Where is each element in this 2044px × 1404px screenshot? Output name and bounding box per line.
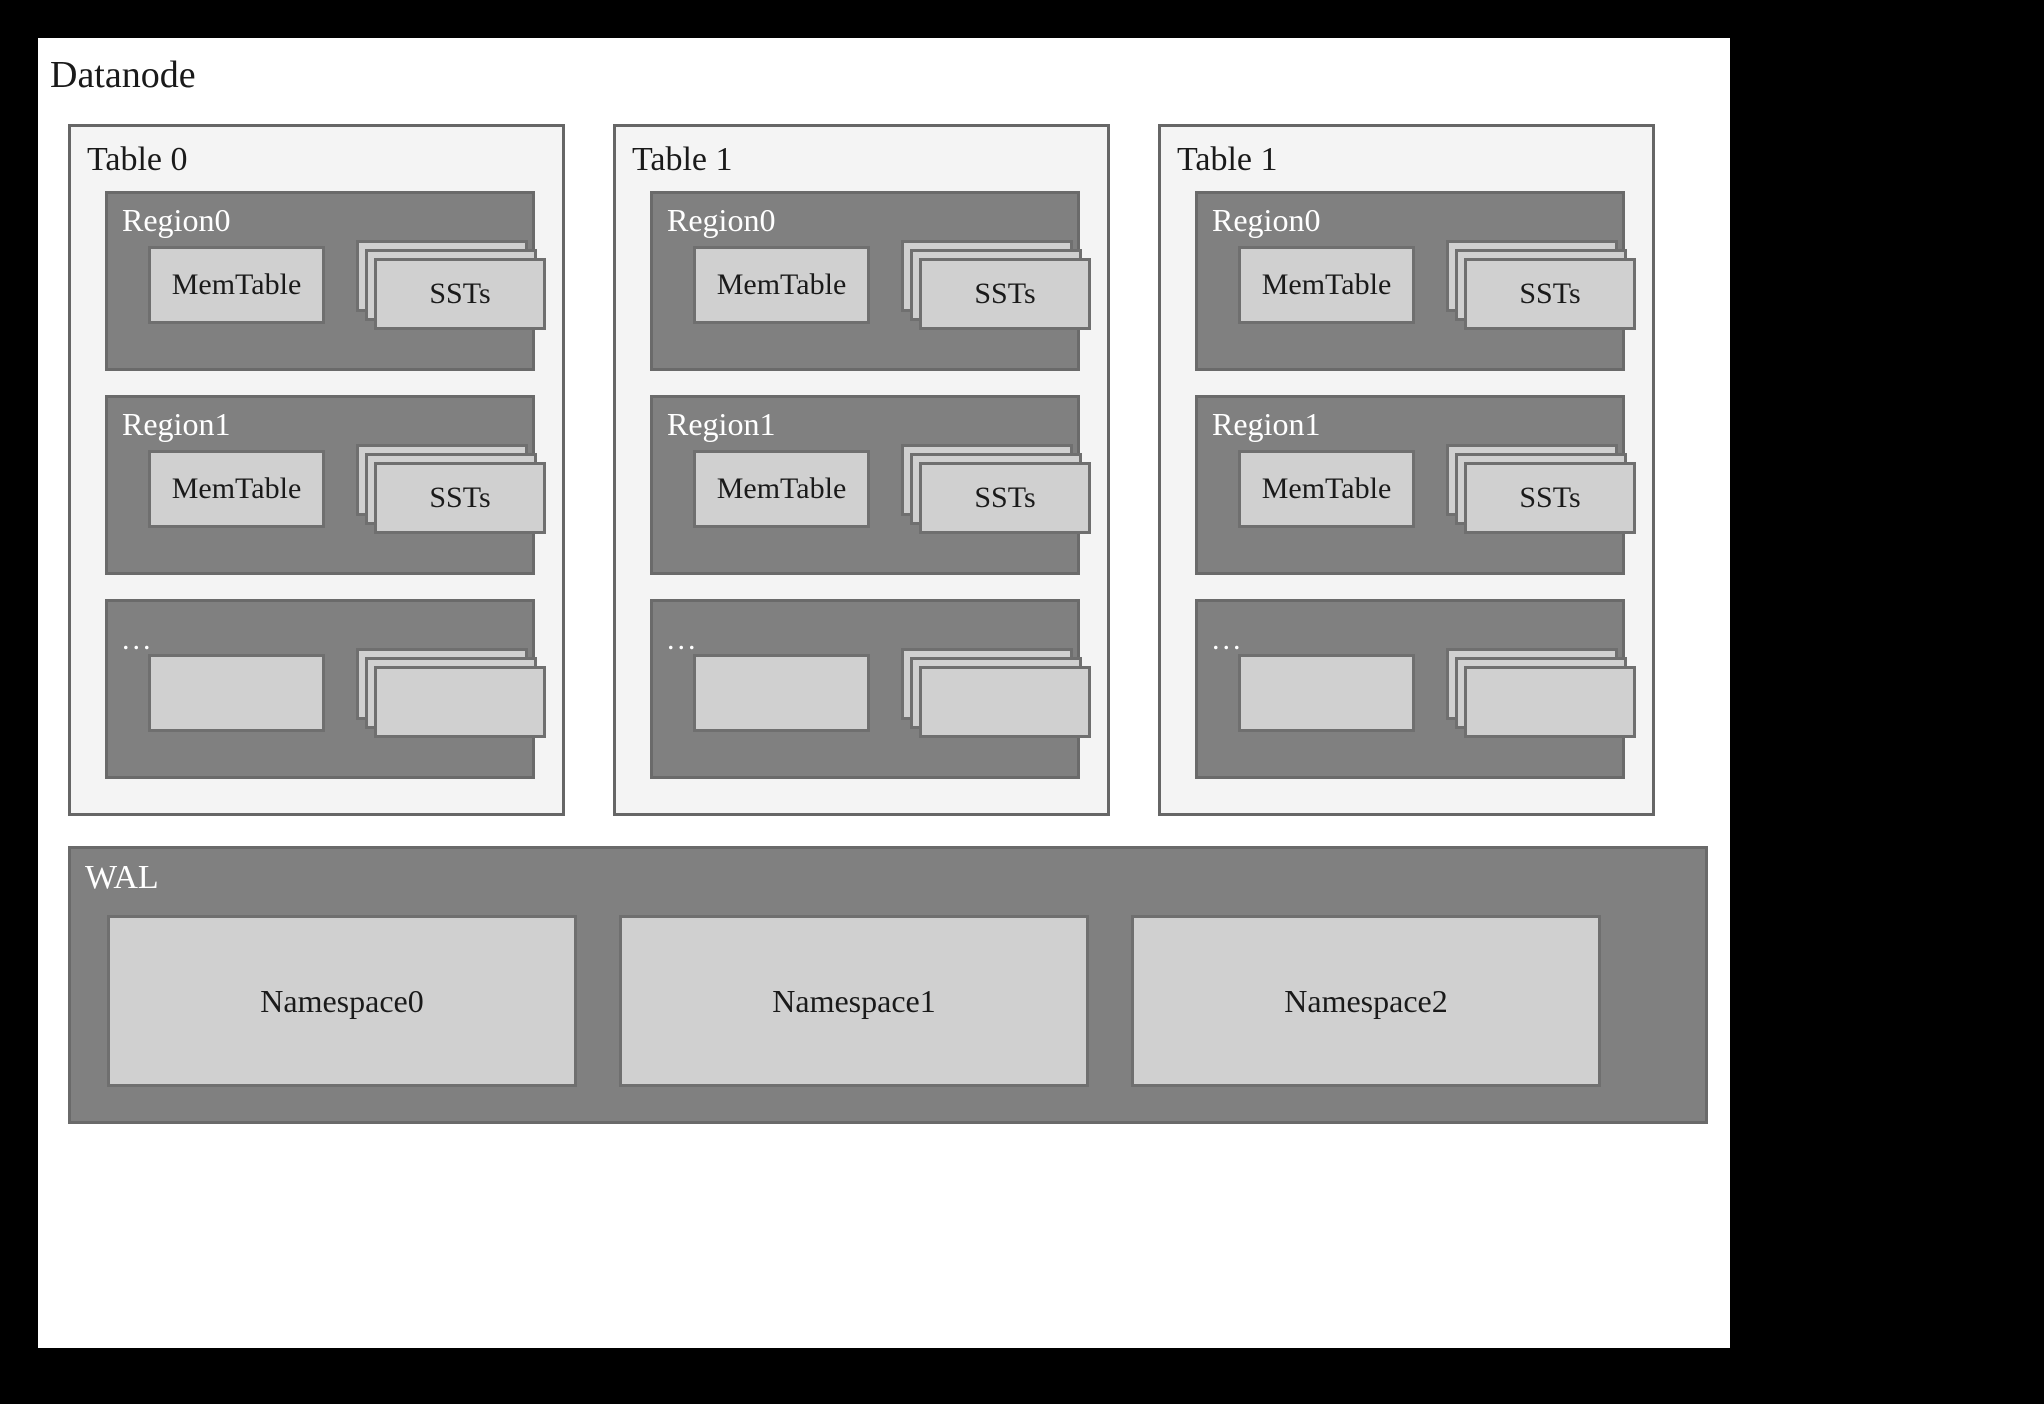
sst-stack-2-1[interactable]: SSTs: [1446, 444, 1636, 540]
sst-layer-front[interactable]: [919, 666, 1091, 738]
sst-label-0-0: SSTs: [429, 277, 491, 310]
region-box-0-0[interactable]: Region0 MemTable SSTs: [105, 191, 546, 371]
sst-layer-front[interactable]: SSTs: [1464, 258, 1636, 330]
memtable-box-1-2[interactable]: [693, 654, 870, 732]
namespace-box-1[interactable]: Namespace1: [619, 915, 1089, 1087]
sst-stack-0-1[interactable]: SSTs: [356, 444, 546, 540]
region-label-0-0: Region0: [122, 202, 231, 238]
sst-stack-1-1[interactable]: SSTs: [901, 444, 1091, 540]
memtable-box-1-1[interactable]: MemTable: [693, 450, 870, 528]
wal-band[interactable]: WAL Namespace0 Namespace1 Namespace2: [68, 846, 1708, 1124]
sst-layer-front[interactable]: [374, 666, 546, 738]
sst-stack-0-2[interactable]: [356, 648, 546, 744]
table-label-0: Table 0: [87, 141, 188, 178]
region-label-2-2: ...: [1212, 623, 1244, 656]
region-label-2-1: Region1: [1212, 406, 1321, 442]
region-box-2-1[interactable]: Region1 MemTable SSTs: [1195, 395, 1636, 575]
region-box-2-0[interactable]: Region0 MemTable SSTs: [1195, 191, 1636, 371]
memtable-label-0-1: MemTable: [171, 472, 302, 505]
namespace-box-0[interactable]: Namespace0: [107, 915, 577, 1087]
datanode-title: Datanode: [50, 54, 196, 96]
memtable-box-1-0[interactable]: MemTable: [693, 246, 870, 324]
memtable-label-0-0: MemTable: [171, 268, 302, 301]
wal-label: WAL: [85, 859, 159, 896]
table-panel-2[interactable]: Table 1 Region0 MemTable SSTs: [1158, 124, 1655, 816]
tables-row: Table 0 Region0 MemTable SSTs: [68, 124, 1708, 822]
sst-layer-front[interactable]: SSTs: [1464, 462, 1636, 534]
region-label-1-1: Region1: [667, 406, 776, 442]
memtable-box-0-2[interactable]: [148, 654, 325, 732]
sst-layer-front[interactable]: SSTs: [919, 258, 1091, 330]
table-label-1: Table 1: [632, 141, 733, 178]
region-box-0-2[interactable]: ...: [105, 599, 546, 779]
sst-layer-front[interactable]: SSTs: [374, 258, 546, 330]
memtable-label-2-1: MemTable: [1261, 472, 1392, 505]
table-panel-0[interactable]: Table 0 Region0 MemTable SSTs: [68, 124, 565, 816]
region-label-1-2: ...: [667, 623, 699, 656]
sst-label-1-0: SSTs: [974, 277, 1036, 310]
region-box-1-0[interactable]: Region0 MemTable SSTs: [650, 191, 1091, 371]
memtable-box-2-1[interactable]: MemTable: [1238, 450, 1415, 528]
table-label-2: Table 1: [1177, 141, 1278, 178]
memtable-label-1-0: MemTable: [716, 268, 847, 301]
table-panel-1[interactable]: Table 1 Region0 MemTable SSTs: [613, 124, 1110, 816]
namespace-box-2[interactable]: Namespace2: [1131, 915, 1601, 1087]
sst-stack-2-2[interactable]: [1446, 648, 1636, 744]
namespace-label-1: Namespace1: [772, 983, 936, 1019]
sst-layer-front[interactable]: [1464, 666, 1636, 738]
sst-stack-2-0[interactable]: SSTs: [1446, 240, 1636, 336]
memtable-box-2-2[interactable]: [1238, 654, 1415, 732]
region-box-2-2[interactable]: ...: [1195, 599, 1636, 779]
sst-label-1-1: SSTs: [974, 481, 1036, 514]
region-label-0-1: Region1: [122, 406, 231, 442]
memtable-label-1-1: MemTable: [716, 472, 847, 505]
sst-label-2-1: SSTs: [1519, 481, 1581, 514]
sst-stack-0-0[interactable]: SSTs: [356, 240, 546, 336]
sst-stack-1-0[interactable]: SSTs: [901, 240, 1091, 336]
sst-label-0-1: SSTs: [429, 481, 491, 514]
namespace-label-2: Namespace2: [1284, 983, 1448, 1019]
region-label-1-0: Region0: [667, 202, 776, 238]
memtable-label-2-0: MemTable: [1261, 268, 1392, 301]
memtable-box-0-0[interactable]: MemTable: [148, 246, 325, 324]
sst-layer-front[interactable]: SSTs: [919, 462, 1091, 534]
sst-label-2-0: SSTs: [1519, 277, 1581, 310]
region-box-1-2[interactable]: ...: [650, 599, 1091, 779]
region-label-2-0: Region0: [1212, 202, 1321, 238]
diagram-canvas: Datanode Table 0 Region0 MemTable SSTs: [38, 38, 1730, 1348]
region-box-0-1[interactable]: Region1 MemTable SSTs: [105, 395, 546, 575]
region-label-0-2: ...: [122, 623, 154, 656]
namespace-label-0: Namespace0: [260, 983, 424, 1019]
memtable-box-0-1[interactable]: MemTable: [148, 450, 325, 528]
sst-layer-front[interactable]: SSTs: [374, 462, 546, 534]
region-box-1-1[interactable]: Region1 MemTable SSTs: [650, 395, 1091, 575]
sst-stack-1-2[interactable]: [901, 648, 1091, 744]
memtable-box-2-0[interactable]: MemTable: [1238, 246, 1415, 324]
